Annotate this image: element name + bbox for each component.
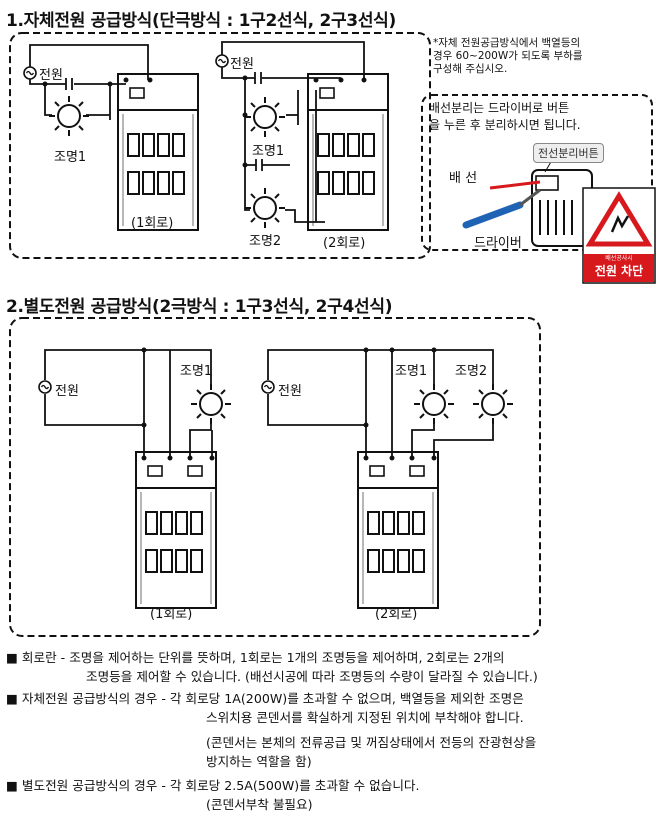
section1-frame	[9, 32, 431, 259]
s2-c2-light2-icon	[472, 383, 514, 425]
warning-small-text: 배선공사시	[605, 255, 633, 262]
driver-label: 드라이버	[474, 236, 522, 251]
s1-power-label: 전원	[39, 68, 63, 83]
s2-power2-icon	[261, 380, 275, 394]
s1-power2-icon	[215, 54, 229, 68]
s1-c2-light1-icon	[244, 96, 286, 138]
warning-main-text: 전원 차단	[594, 264, 644, 278]
s2-power-label: 전원	[55, 384, 79, 399]
note-condenser: (콘덴서는 본체의 전류공급 및 꺼짐상태에서 전등의 잔광현상을	[206, 735, 537, 750]
s1-light1-label: 조명1	[54, 150, 87, 165]
s1-circuit1-label: (1회로)	[131, 216, 174, 231]
s1-circuit1	[23, 44, 199, 231]
note-condenser-cont: 방지하는 역할을 함)	[206, 754, 312, 769]
s1-c2-light2-icon	[244, 187, 286, 229]
s1-circuit2-label: (2회로)	[323, 236, 366, 251]
s2-circuit2	[261, 347, 514, 609]
separation-note-frame	[421, 94, 653, 251]
wire-label: 배 선	[449, 171, 478, 186]
s1-power2-label: 전원	[230, 57, 254, 72]
s2-c2-light2-label: 조명2	[455, 364, 488, 379]
s2-c2-light1-label: 조명1	[395, 364, 428, 379]
note-separate-power-cont: (콘덴서부착 불필요)	[206, 797, 313, 812]
wire-icon	[489, 180, 541, 190]
section2-title: 2.별도전원 공급방식(2극방식 : 1구3선식, 2구4선식)	[6, 297, 393, 317]
release-button-label: 전선분리버튼	[533, 143, 604, 163]
note-circuit-definition-cont: 조명등을 제어할 수 있습니다. (배선시공에 따라 조명등의 수량이 달라질 …	[86, 669, 538, 684]
note-circuit-definition: ■ 회로란 - 조명을 제어하는 단위를 뜻하며, 1회로는 1개의 조명등을 …	[6, 650, 505, 665]
separation-note-line: 배선분리는 드라이버로 버튼	[429, 101, 570, 115]
s1-circuit2	[215, 41, 389, 231]
s1-c2-light2-label: 조명2	[249, 234, 282, 249]
side-note: *자체 전원공급방식에서 백열등의 경우 60~200W가 되도록 부하를 구성…	[433, 37, 658, 76]
side-note-line: 구성해 주십시오.	[433, 63, 508, 75]
s2-light1-label: 조명1	[180, 364, 213, 379]
s2-light1-icon	[190, 383, 232, 425]
separation-note-line: 을 누른 후 분리하시면 됩니다.	[429, 118, 581, 132]
section1-title: 1.자체전원 공급방식(단극방식 : 1구2선식, 2구3선식)	[6, 11, 396, 31]
s2-circuit1	[38, 347, 232, 609]
driver-illustration	[462, 154, 593, 247]
note-self-power-cont: 스위치용 콘덴서를 확실하게 지정된 위치에 부착해야 합니다.	[206, 710, 524, 725]
s1-light1-icon	[48, 95, 90, 137]
screwdriver-icon	[462, 201, 524, 229]
section2-frame	[9, 317, 541, 637]
note-self-power: ■ 자체전원 공급방식의 경우 - 각 회로당 1A(200W)를 초과할 수 …	[6, 691, 524, 706]
s1-c2-light1-label: 조명1	[252, 144, 285, 159]
side-note-line: *자체 전원공급방식에서 백열등의	[433, 37, 581, 49]
s2-circuit2-label: (2회로)	[375, 607, 418, 622]
s2-power2-label: 전원	[278, 384, 302, 399]
s2-power-icon	[38, 380, 52, 394]
separation-note: 배선분리는 드라이버로 버튼 을 누른 후 분리하시면 됩니다.	[429, 100, 581, 134]
warning-label: 배선공사시 전원 차단	[584, 254, 654, 282]
s2-circuit1-label: (1회로)	[150, 607, 193, 622]
s2-c2-light1-icon	[413, 383, 455, 425]
side-note-line: 경우 60~200W가 되도록 부하를	[433, 50, 583, 62]
note-separate-power: ■ 별도전원 공급방식의 경우 - 각 회로당 2.5A(500W)를 초과할 …	[6, 778, 420, 793]
s1-power-icon	[23, 66, 37, 80]
